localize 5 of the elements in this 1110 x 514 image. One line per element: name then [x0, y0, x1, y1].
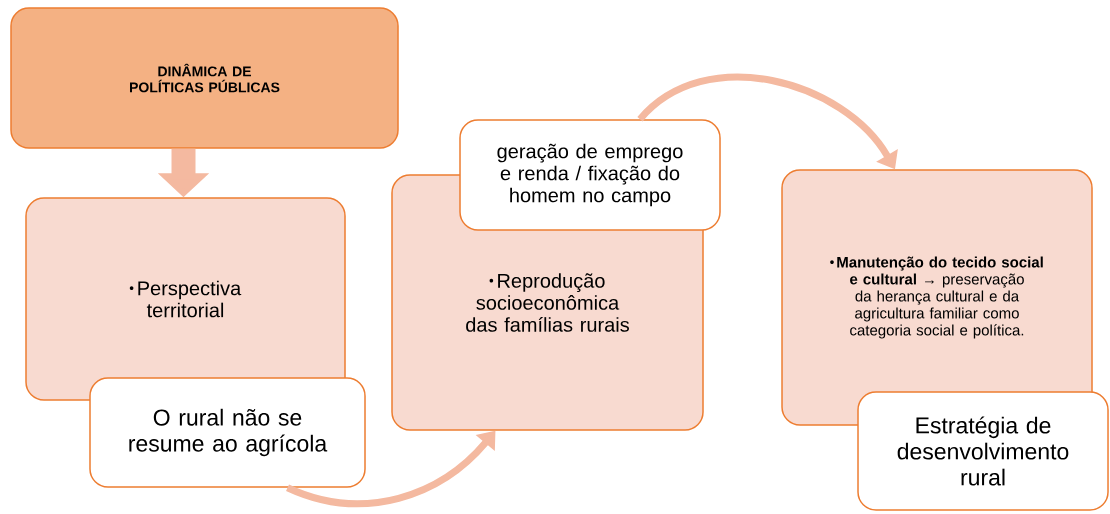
caption-box: geração de emprego e renda / fixação do homem no campo	[459, 119, 721, 231]
content-box: Perspectiva territorial	[25, 197, 346, 401]
caption-box: Estratégia de desenvolvimento rural	[857, 391, 1109, 511]
title-box: DINÂMICA DE POLÍTICAS PÚBLICAS	[10, 7, 399, 149]
caption-box: O rural não se resume ao agrícola	[89, 377, 366, 488]
